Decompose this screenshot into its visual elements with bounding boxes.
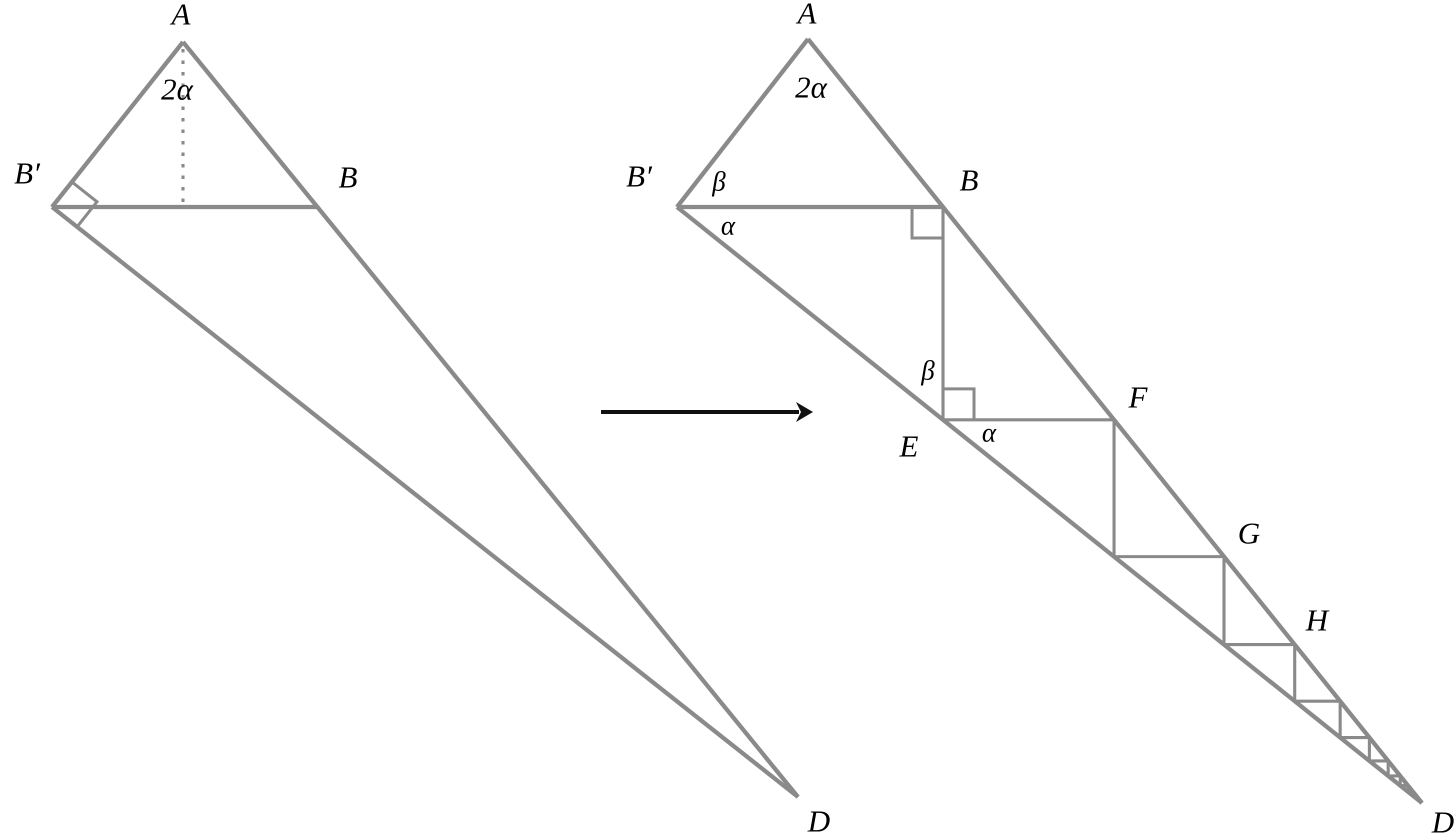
maps-to-arrow	[601, 402, 813, 422]
edge-A-Bprime	[675, 37, 810, 209]
edge-Bprime-D	[50, 205, 800, 799]
right-angle-mark-Bprime	[70, 180, 100, 228]
figure-left	[50, 40, 800, 799]
edge-Bprime-D	[675, 205, 1424, 805]
edge-A-Bprime	[50, 40, 185, 209]
right-angle-mark-B	[910, 207, 944, 240]
figure-right	[675, 37, 1424, 805]
right-angle-mark-E	[943, 387, 976, 420]
arrow-head	[796, 402, 813, 422]
edge-A-B-D	[181, 40, 800, 799]
